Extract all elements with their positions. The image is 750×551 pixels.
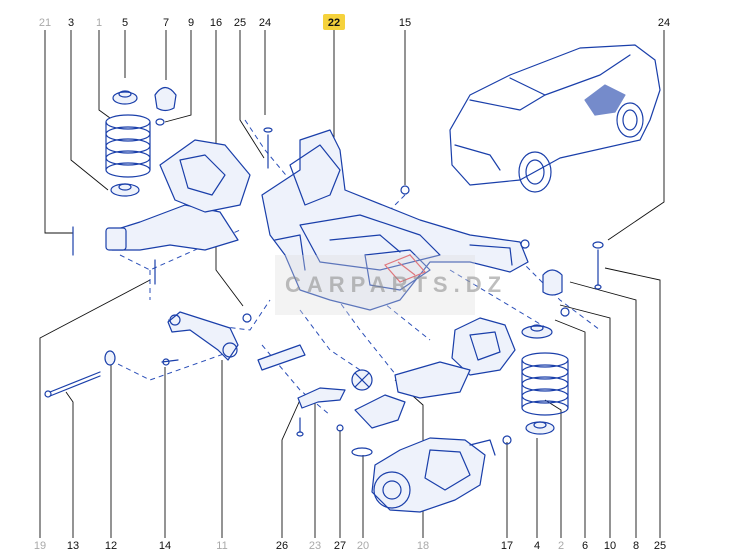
watermark: CARPARTS.DZ [275, 255, 507, 315]
callout-27: 27 [334, 540, 346, 551]
eccentric-washer-12 [104, 350, 116, 366]
callout-2: 2 [558, 540, 564, 551]
bushing-disc [351, 369, 373, 391]
callout-4: 4 [534, 540, 540, 551]
washer-20 [351, 447, 373, 457]
highlight-box [323, 14, 345, 30]
callout-13: 13 [67, 540, 79, 551]
rear-knuckle-right [394, 317, 516, 399]
leader-lines [39, 30, 665, 538]
spring-seat-lower-left [110, 183, 140, 197]
callout-9: 9 [188, 17, 194, 29]
callout-23: 23 [309, 540, 321, 551]
nut-17 [502, 435, 512, 445]
bracket-18 [354, 394, 406, 429]
callout-22: 22 [328, 17, 340, 29]
callout-20: 20 [357, 540, 369, 551]
callout-14: 14 [159, 540, 171, 551]
subframe-bolt-left [263, 127, 273, 169]
spring-seat-lower-right [525, 421, 555, 435]
callout-19: 19 [34, 540, 46, 551]
bump-stop-right [542, 269, 563, 296]
bump-stop-left [154, 86, 177, 126]
callout-3: 3 [68, 17, 74, 29]
callout-7: 7 [163, 17, 169, 29]
spring-seat-upper-left [112, 90, 138, 105]
rear-subframe [261, 129, 530, 311]
callout-21: 21 [39, 17, 51, 29]
callout-17: 17 [501, 540, 513, 551]
bolt-25-right [594, 249, 602, 290]
callout-26: 26 [276, 540, 288, 551]
watermark-text: CARPARTS.DZ [285, 272, 507, 297]
callout-11: 11 [216, 540, 227, 551]
callout-8: 8 [633, 540, 639, 551]
callout-6: 6 [582, 540, 588, 551]
coil-spring-left [105, 114, 151, 178]
bolt-26 [296, 417, 304, 437]
callout-18: 18 [417, 540, 429, 551]
callout-24: 24 [259, 17, 271, 29]
highlight-marks [383, 254, 427, 283]
vehicle-location-inset [449, 44, 661, 193]
lower-control-arm [167, 311, 239, 361]
nut-16 [242, 313, 252, 323]
callout-25: 25 [654, 540, 666, 551]
callout-25: 25 [234, 17, 246, 29]
nut-27 [336, 424, 344, 432]
bolt-14-small [161, 358, 179, 366]
rear-knuckle-left [72, 139, 251, 285]
long-bolt-13 [44, 371, 101, 398]
trailing-link [257, 344, 306, 371]
callout-24: 24 [658, 17, 670, 29]
callout-12: 12 [105, 540, 117, 551]
callout-5: 5 [122, 17, 128, 29]
rear-differential [371, 437, 496, 513]
callout-15: 15 [399, 17, 411, 29]
bracket-23 [297, 387, 346, 409]
bolt-15 [400, 185, 410, 195]
callout-16: 16 [210, 17, 222, 29]
coil-spring-right [521, 352, 569, 416]
spring-seat-upper-right [521, 324, 553, 339]
callout-1: 1 [96, 17, 102, 29]
callout-10: 10 [604, 540, 616, 551]
nut-10 [560, 307, 570, 317]
washer-24-right [592, 241, 604, 249]
